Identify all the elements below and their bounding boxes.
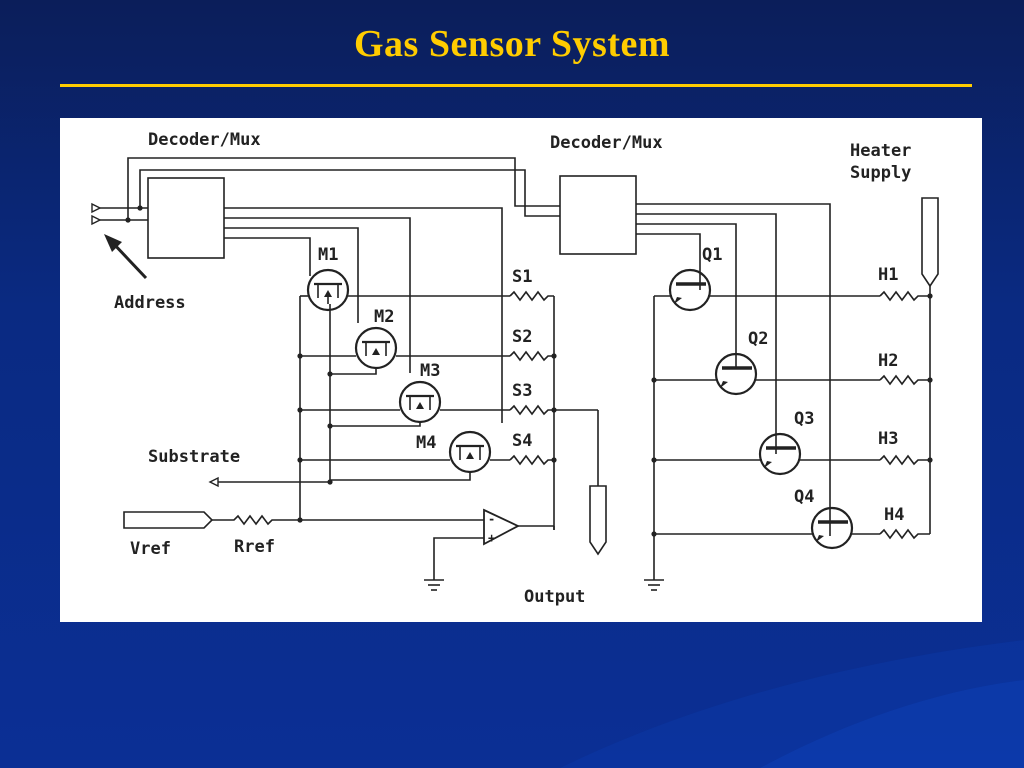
transistor-q3 — [758, 432, 802, 476]
label-h3: H3 — [878, 429, 898, 449]
vref-label: Vref — [130, 539, 171, 559]
label-q3: Q3 — [794, 409, 814, 429]
label-h2: H2 — [878, 351, 898, 371]
circuit-figure: Decoder/Mux Address M1 M2 — [60, 118, 982, 622]
label-m3: M3 — [420, 361, 440, 381]
output-probe — [589, 485, 607, 556]
rref-label: Rref — [234, 537, 275, 557]
op-amp — [483, 508, 555, 546]
mosfet-m2 — [354, 326, 398, 370]
sensor-resistors — [509, 290, 554, 466]
heater-supply-label-line2: Supply — [850, 163, 911, 183]
output-label: Output — [524, 587, 585, 607]
title-divider — [60, 84, 972, 87]
label-q4: Q4 — [794, 487, 814, 507]
ground-right — [644, 579, 664, 591]
opamp-minus: - — [488, 512, 495, 526]
label-s4: S4 — [512, 431, 532, 451]
heater-resistors — [879, 290, 930, 540]
vref-terminal — [123, 511, 214, 529]
right-decoder-label: Decoder/Mux — [550, 133, 663, 153]
label-m1: M1 — [318, 245, 338, 265]
label-m2: M2 — [374, 307, 394, 327]
transistor-q1 — [668, 268, 712, 312]
label-q1: Q1 — [702, 245, 722, 265]
label-m4: M4 — [416, 433, 436, 453]
left-decoder-label: Decoder/Mux — [148, 130, 261, 150]
substrate-label: Substrate — [148, 447, 240, 467]
ground-left — [424, 579, 444, 591]
opamp-plus: + — [488, 531, 495, 545]
address-arrow — [104, 234, 148, 280]
transistor-q2 — [714, 352, 758, 396]
right-decoder-block — [559, 175, 637, 255]
address-input-terminals — [91, 202, 102, 226]
heater-supply-label-line1: Heater — [850, 141, 911, 161]
address-label: Address — [114, 293, 186, 313]
label-h4: H4 — [884, 505, 904, 525]
mosfet-m4 — [448, 430, 492, 474]
label-q2: Q2 — [748, 329, 768, 349]
slide-title: Gas Sensor System — [353, 23, 671, 65]
label-s3: S3 — [512, 381, 532, 401]
rref-resistor — [212, 514, 300, 526]
mosfet-m1 — [306, 268, 350, 312]
mosfet-m3 — [398, 380, 442, 424]
label-h1: H1 — [878, 265, 898, 285]
label-s1: S1 — [512, 267, 532, 287]
transistor-q4 — [810, 506, 854, 550]
circuit-diagram: Decoder/Mux Address M1 M2 — [91, 130, 939, 607]
heater-supply-probe — [921, 197, 939, 288]
label-s2: S2 — [512, 327, 532, 347]
left-decoder-block — [147, 177, 225, 259]
